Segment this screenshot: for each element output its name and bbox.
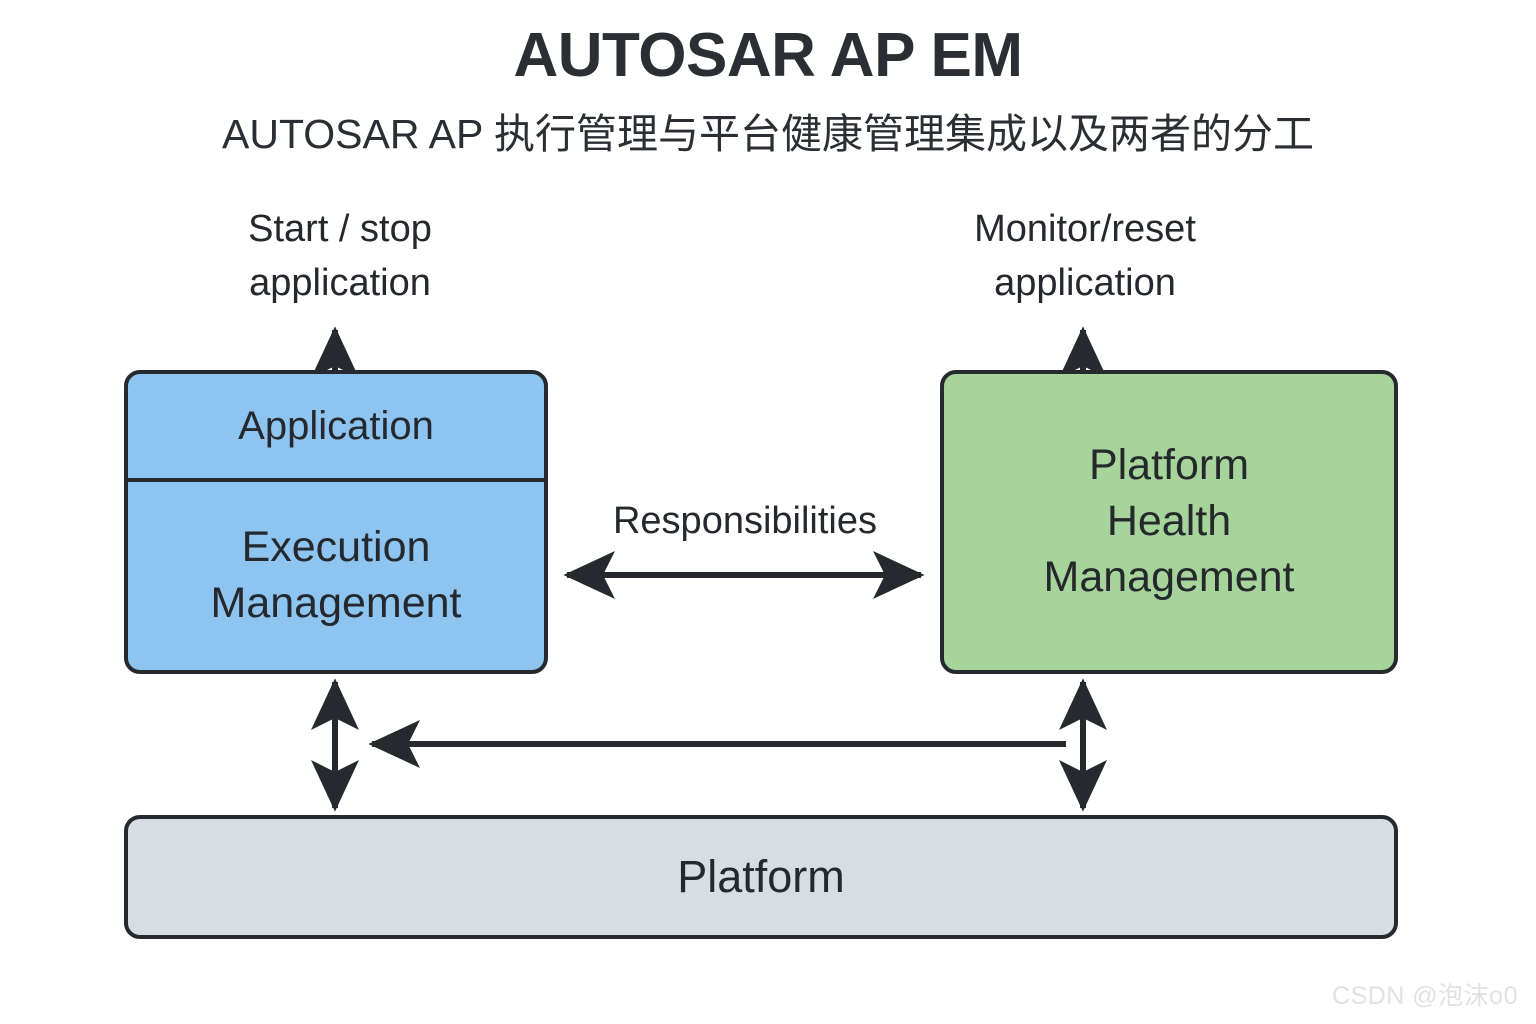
execution-management-band[interactable]: Execution Management bbox=[128, 482, 544, 670]
page-subtitle: AUTOSAR AP 执行管理与平台健康管理集成以及两者的分工 bbox=[222, 111, 1314, 157]
application-label: Application bbox=[238, 404, 434, 448]
start-stop-application-caption: Start / stop application bbox=[248, 208, 432, 304]
platform-health-management-box[interactable]: Platform Health Management bbox=[940, 370, 1398, 674]
monitor-reset-application-caption: Monitor/reset application bbox=[974, 208, 1196, 304]
watermark: CSDN @泡沫o0 bbox=[1332, 982, 1518, 1010]
execution-management-box[interactable]: Application Execution Management bbox=[124, 370, 548, 674]
platform-health-management-label: Platform Health Management bbox=[1043, 441, 1295, 601]
application-band[interactable]: Application bbox=[128, 374, 544, 482]
platform-label: Platform bbox=[677, 850, 845, 902]
platform-box[interactable]: Platform bbox=[124, 815, 1398, 939]
responsibilities-label: Responsibilities bbox=[612, 500, 877, 542]
page-title: AUTOSAR AP EM bbox=[513, 21, 1023, 90]
execution-management-label: Execution Management bbox=[210, 523, 462, 627]
